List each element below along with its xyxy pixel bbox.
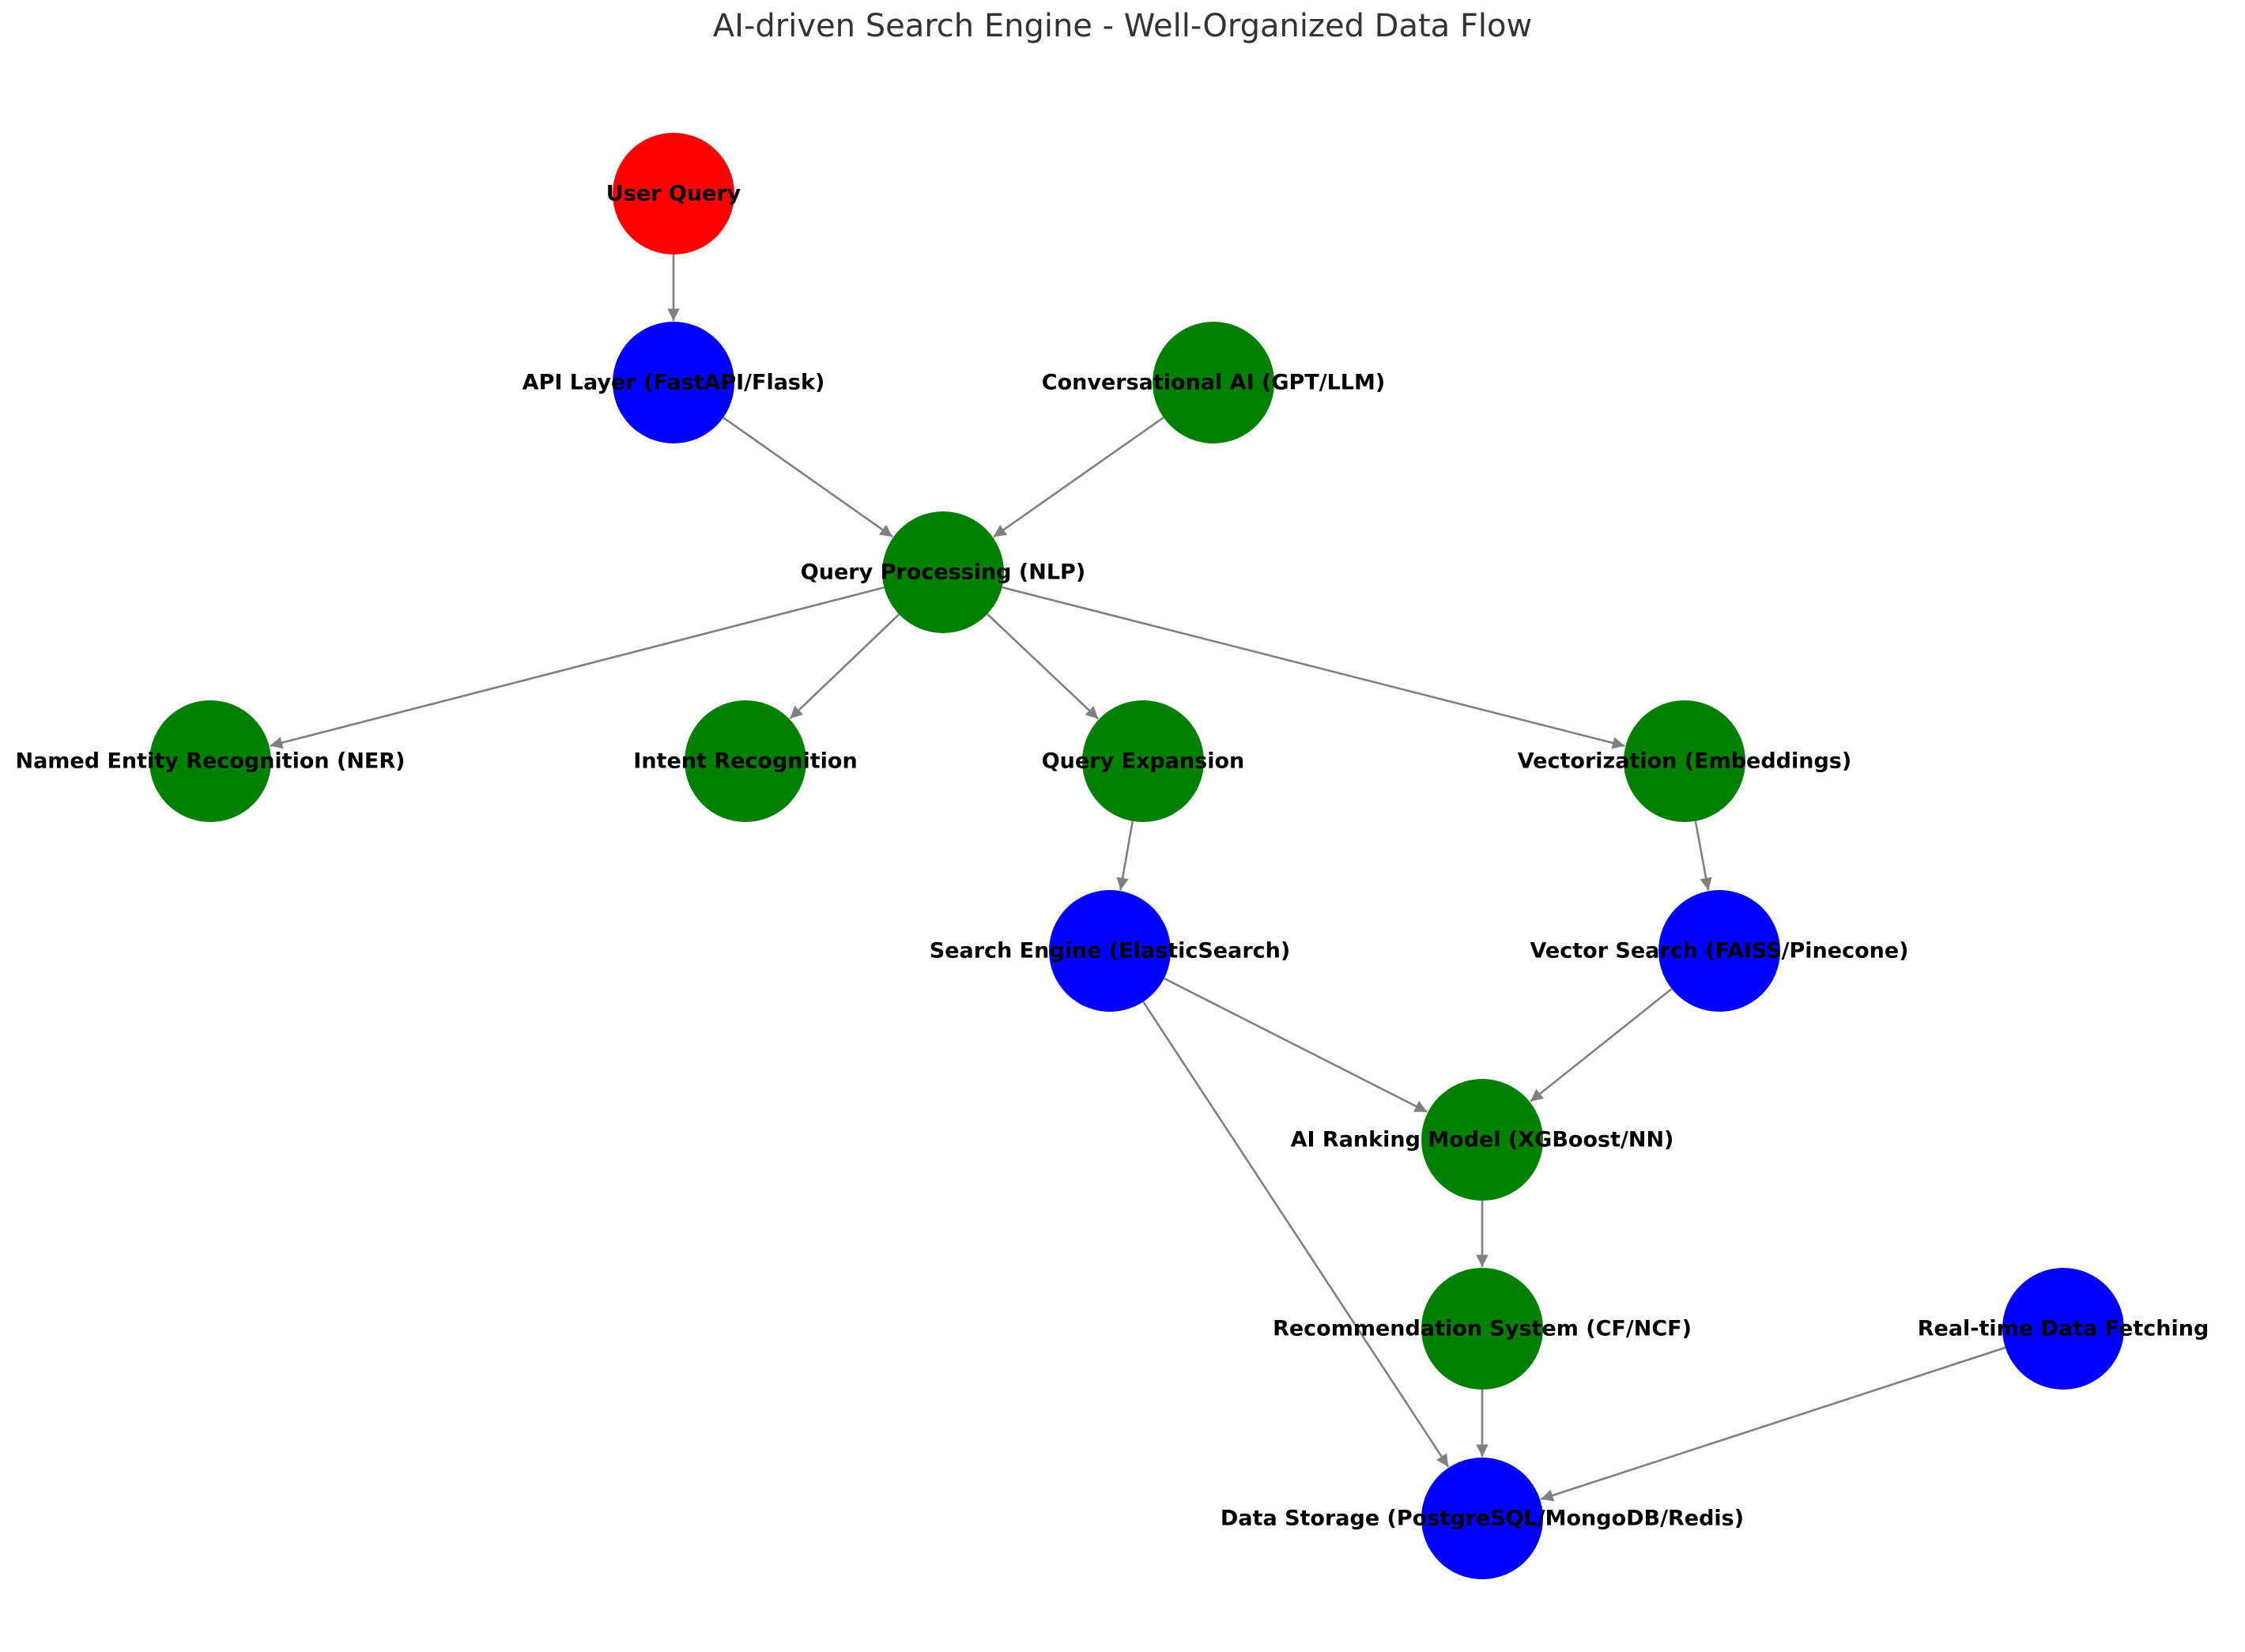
node-circle-intent	[685, 700, 806, 822]
node-label-query_processing: Query Processing (NLP)	[801, 560, 1085, 585]
node-label-conversational_ai: Conversational AI (GPT/LLM)	[1042, 371, 1385, 395]
edge-api_layer-to-query_processing	[723, 417, 893, 538]
node-label-api_layer: API Layer (FastAPI/Flask)	[523, 371, 825, 395]
edge-query_processing-to-ner	[270, 586, 885, 749]
node-label-ner: Named Entity Recognition (NER)	[15, 749, 405, 774]
node-label-vectorization: Vectorization (Embeddings)	[1518, 749, 1851, 774]
node-vector_search: Vector Search (FAISS/Pinecone)	[1530, 890, 1909, 1012]
node-circle-query_processing	[882, 511, 1004, 633]
node-ner: Named Entity Recognition (NER)	[15, 700, 406, 822]
edge-vectorization-to-vector_search	[1694, 820, 1712, 891]
edge-query_processing-to-intent	[789, 613, 900, 720]
node-label-realtime: Real-time Data Fetching	[1918, 1317, 2209, 1341]
edge-layer	[270, 255, 2006, 1502]
node-circle-user_query	[613, 133, 734, 255]
node-label-user_query: User Query	[606, 182, 741, 206]
node-query_expansion: Query Expansion	[1042, 700, 1245, 822]
node-label-intent: Intent Recognition	[633, 749, 857, 774]
node-storage: Data Storage (PostgreSQL/MongoDB/Redis)	[1221, 1458, 1744, 1579]
edge-query_expansion-to-search_engine	[1116, 820, 1134, 891]
node-user_query: User Query	[606, 133, 741, 255]
node-label-search_engine: Search Engine (ElasticSearch)	[930, 939, 1290, 964]
node-circle-recommendation	[1421, 1268, 1543, 1390]
node-circle-vectorization	[1624, 700, 1745, 822]
node-intent: Intent Recognition	[633, 700, 858, 822]
node-label-recommendation: Recommendation System (CF/NCF)	[1273, 1317, 1692, 1341]
node-vectorization: Vectorization (Embeddings)	[1518, 700, 1851, 822]
node-circle-realtime	[2002, 1268, 2124, 1390]
edge-search_engine-to-storage	[1142, 1001, 1450, 1468]
node-circle-vector_search	[1658, 890, 1780, 1012]
node-label-storage: Data Storage (PostgreSQL/MongoDB/Redis)	[1221, 1507, 1744, 1531]
edge-vector_search-to-ranking	[1530, 987, 1673, 1103]
edge-query_processing-to-query_expansion	[987, 613, 1100, 720]
node-circle-query_expansion	[1082, 700, 1204, 822]
node-circle-ner	[149, 700, 271, 822]
node-label-query_expansion: Query Expansion	[1042, 749, 1245, 774]
edge-realtime-to-storage	[1540, 1346, 2006, 1502]
node-conversational_ai: Conversational AI (GPT/LLM)	[1042, 322, 1385, 443]
edge-conversational_ai-to-query_processing	[993, 417, 1164, 538]
node-label-vector_search: Vector Search (FAISS/Pinecone)	[1530, 939, 1909, 964]
node-recommendation: Recommendation System (CF/NCF)	[1273, 1268, 1692, 1390]
node-circle-ranking	[1421, 1079, 1543, 1201]
node-ranking: AI Ranking Model (XGBoost/NN)	[1291, 1079, 1674, 1201]
node-api_layer: API Layer (FastAPI/Flask)	[523, 322, 825, 443]
diagram-title: AI-driven Search Engine - Well-Organized…	[712, 8, 1533, 44]
node-circle-search_engine	[1049, 890, 1171, 1012]
edge-search_engine-to-ranking	[1164, 977, 1428, 1113]
node-circle-api_layer	[613, 322, 734, 443]
node-label-ranking: AI Ranking Model (XGBoost/NN)	[1291, 1128, 1674, 1152]
node-search_engine: Search Engine (ElasticSearch)	[930, 890, 1290, 1012]
edge-query_processing-to-vectorization	[1002, 586, 1625, 749]
node-circle-storage	[1421, 1458, 1543, 1579]
node-realtime: Real-time Data Fetching	[1918, 1268, 2209, 1390]
node-query_processing: Query Processing (NLP)	[801, 511, 1085, 633]
node-circle-conversational_ai	[1153, 322, 1274, 443]
